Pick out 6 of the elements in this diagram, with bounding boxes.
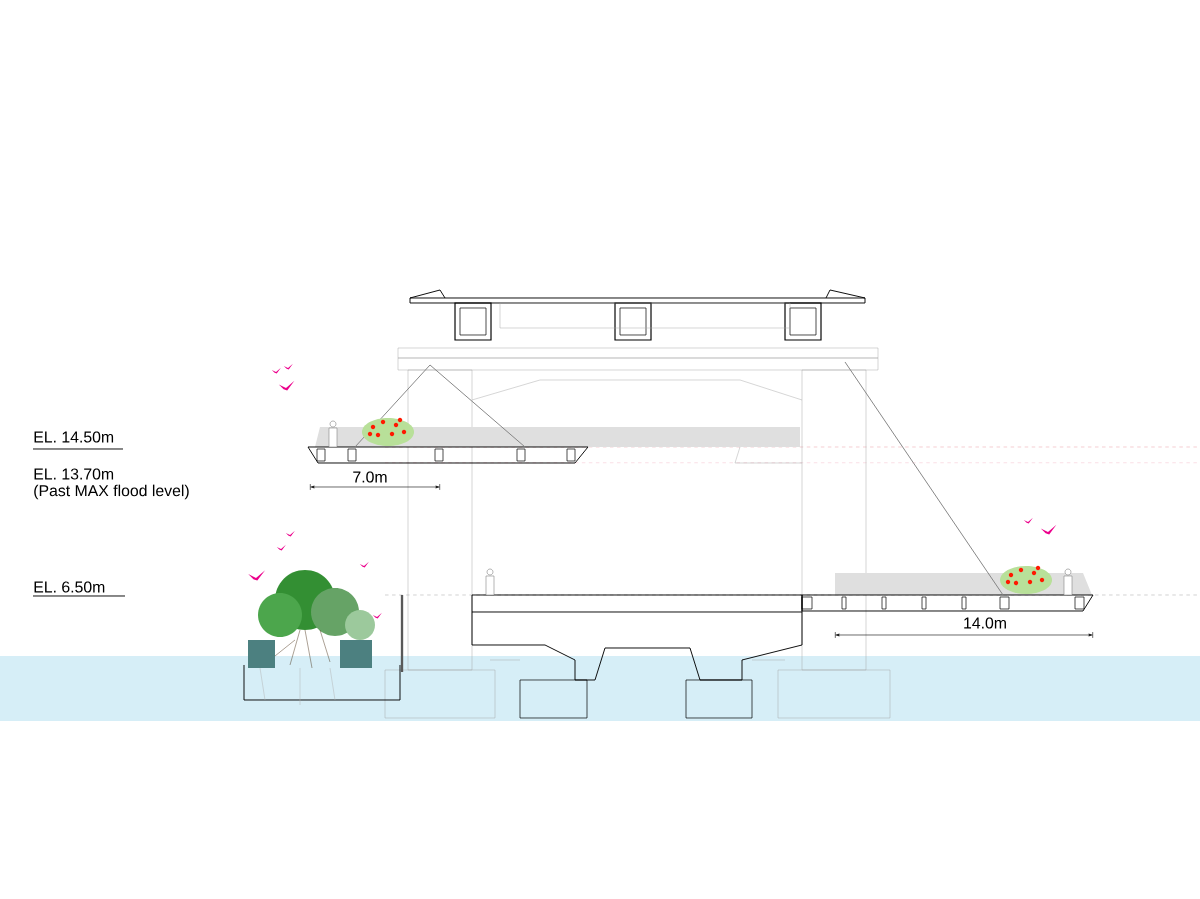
- dimension-label: 7.0m: [351, 470, 389, 484]
- note-label: (Past MAX flood level): [34, 484, 189, 500]
- elevation-label: EL. 6.50m: [34, 581, 105, 593]
- dimension-label: 14.0m: [961, 616, 1009, 630]
- elevation-label: EL. 13.70m: [34, 468, 114, 480]
- elevation-label: EL. 14.50m: [34, 431, 114, 443]
